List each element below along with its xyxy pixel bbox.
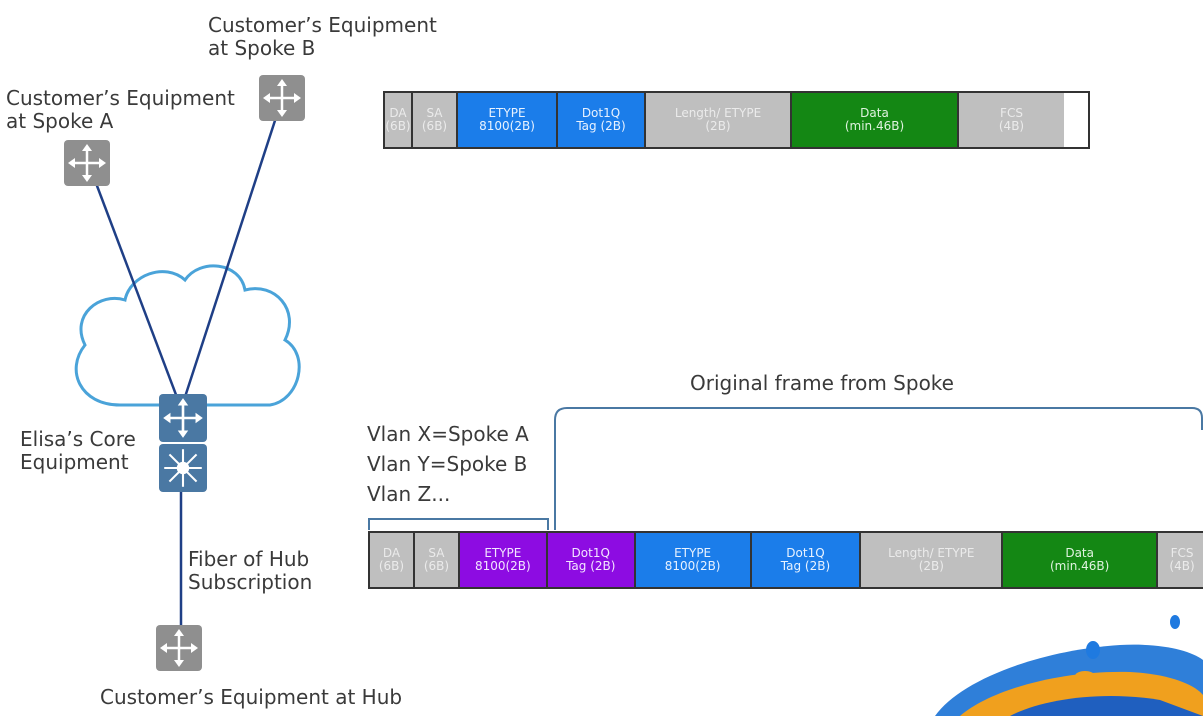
frame-field-sa: SA(6B) xyxy=(413,93,458,147)
vlan-x-label: Vlan X=Spoke A xyxy=(367,422,529,446)
frame-field-name: Dot1Q xyxy=(786,546,825,560)
frame-field-size: Tag (2B) xyxy=(576,119,626,133)
frame-field-size: (6B) xyxy=(378,559,405,573)
frame-field-data: Data(min.46B) xyxy=(1003,533,1159,587)
frame-field-sa: SA(6B) xyxy=(414,533,460,587)
vlan-z-label: Vlan Z... xyxy=(367,482,451,506)
frame-field-size: Tag (2B) xyxy=(566,559,616,573)
frame-field-name: DA xyxy=(389,106,407,120)
frame-field-name: ETYPE xyxy=(488,106,526,120)
cloud-icon xyxy=(74,264,301,407)
frame-field-size: (6B) xyxy=(423,559,450,573)
original-frame-label: Original frame from Spoke xyxy=(690,371,954,395)
vlan-tag-bracket xyxy=(368,518,549,530)
hub-switch-icon xyxy=(156,625,202,671)
core-multilayer-switch-icon xyxy=(159,444,207,492)
frame-field-size: (2B) xyxy=(705,119,731,133)
frame-field-name: Dot1Q xyxy=(571,546,610,560)
frame-field-name: FCS xyxy=(1170,546,1194,560)
frame-field-name: Data xyxy=(860,106,889,120)
link-spoke-a xyxy=(86,161,180,401)
link-spoke-b xyxy=(182,95,285,401)
frame-field-size: (4B) xyxy=(1169,559,1195,573)
frame-field-name: Length/ ETYPE xyxy=(674,106,762,120)
frame-field-name: FCS xyxy=(1000,106,1023,120)
frame-field-da: DA(6B) xyxy=(370,533,415,587)
original-frame-bracket xyxy=(554,407,1203,530)
core-router-icon xyxy=(159,394,207,442)
frame-field-length-etype: Length/ ETYPE(2B) xyxy=(861,533,1004,587)
frame-field-size: (6B) xyxy=(385,119,411,133)
frame-field-name: Dot1Q xyxy=(581,106,621,120)
frame-field-name: SA xyxy=(426,106,443,120)
frame-field-size: (2B) xyxy=(918,559,944,573)
frame-field-size: 8100(2B) xyxy=(664,559,721,573)
frame-field-name: DA xyxy=(382,546,401,560)
vlan-list: Vlan X=Spoke A Vlan Y=Spoke B Vlan Z... xyxy=(367,419,529,509)
frame-field-name: Length/ ETYPE xyxy=(888,546,975,560)
frame-field-name: ETYPE xyxy=(484,546,522,560)
frame-field-length-etype: Length/ ETYPE(2B) xyxy=(646,93,792,147)
frame-field-size: 8100(2B) xyxy=(479,119,535,133)
vlan-y-label: Vlan Y=Spoke B xyxy=(367,452,528,476)
hub-label: Customer’s Equipment at Hub xyxy=(100,685,403,709)
frame-field-fcs: FCS(4B) xyxy=(1158,533,1203,587)
frame-field-size: (6B) xyxy=(421,119,448,133)
frame-field-name: ETYPE xyxy=(674,546,712,560)
frame-field-da: DA(6B) xyxy=(385,93,413,147)
frame-field-size: (min.46B) xyxy=(1050,559,1110,573)
frame-field-name: Data xyxy=(1065,546,1094,560)
frame-field-size: (4B) xyxy=(998,119,1025,133)
spoke-b-switch-icon xyxy=(259,75,305,121)
frame-field-data: Data(min.46B) xyxy=(792,93,959,147)
frame-field-size: 8100(2B) xyxy=(474,559,531,573)
spoke-a-switch-icon xyxy=(64,140,110,186)
frame-field-size: (min.46B) xyxy=(844,119,905,133)
frame-field-name: SA xyxy=(428,546,445,560)
frame-field-size: Tag (2B) xyxy=(780,559,831,573)
frame-field-fcs: FCS(4B) xyxy=(959,93,1064,147)
